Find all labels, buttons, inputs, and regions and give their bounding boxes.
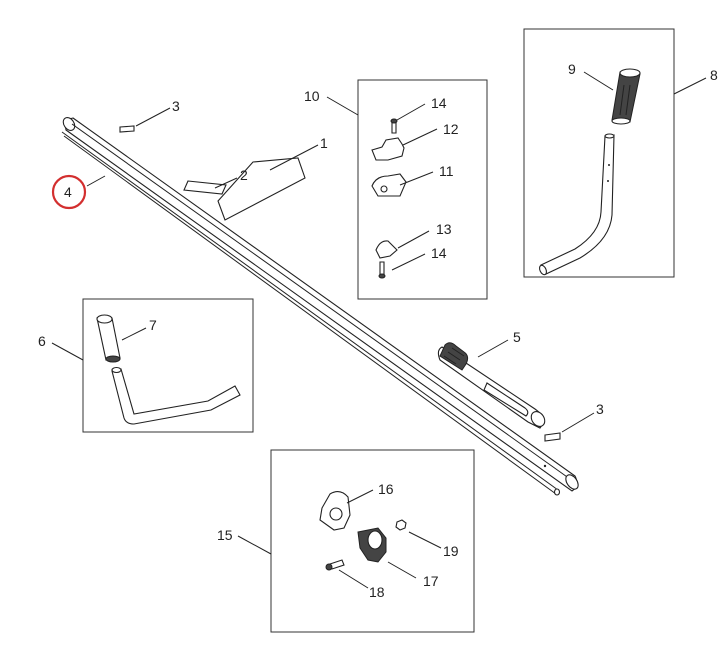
handle-grip-left — [96, 317, 121, 361]
label-handle-kit-right: 8 — [710, 67, 718, 83]
shaft-decal — [217, 157, 306, 221]
label-nut: 19 — [443, 543, 459, 559]
shaft-assembly — [61, 117, 578, 496]
clamp-upper — [371, 137, 405, 161]
decal-top — [119, 125, 135, 133]
clamp-kit-bottom-box — [270, 449, 475, 633]
label-sticker — [183, 180, 227, 195]
shaft-end — [565, 474, 579, 490]
handle-bar-right — [540, 134, 615, 275]
label-spacer: 13 — [436, 221, 452, 237]
label-bolt: 18 — [369, 584, 385, 600]
label-clamp-body: 17 — [423, 573, 439, 589]
label-handle-grip-left: 7 — [149, 317, 157, 333]
drive-cable — [61, 131, 559, 491]
label-drive-cable: 4 — [64, 184, 72, 200]
nut — [395, 519, 407, 531]
label-shaft: 1 — [320, 135, 328, 151]
handle-kit-left-box — [82, 298, 254, 433]
leader-lines — [51, 71, 707, 589]
spacer — [375, 240, 398, 259]
label-label-sticker: 2 — [240, 167, 248, 183]
label-decal-bottom: 3 — [596, 401, 604, 417]
clamp-lower — [371, 173, 407, 197]
label-clamp-lower: 11 — [439, 163, 454, 179]
label-screw-top: 14 — [431, 95, 447, 111]
clamp-kit-top-box — [357, 79, 488, 300]
label-bracket: 16 — [378, 481, 394, 497]
handle-bar-left — [111, 368, 241, 425]
label-decal-top: 3 — [172, 98, 180, 114]
label-screw-bottom: 14 — [431, 245, 447, 261]
handle-kit-right-box — [523, 28, 675, 278]
label-clamp-kit-bottom: 15 — [217, 527, 233, 543]
callout-labels: 1 2 3 4 5 6 7 8 9 10 11 12 13 14 14 15 1… — [38, 61, 718, 600]
highlight-circle — [51, 174, 87, 210]
decal-bottom — [544, 432, 561, 442]
label-grip-sleeve: 5 — [513, 329, 521, 345]
label-clamp-kit-top: 10 — [304, 88, 320, 104]
label-handle-grip-right: 9 — [568, 61, 576, 77]
grip-sleeve — [437, 342, 546, 429]
label-clamp-upper: 12 — [443, 121, 459, 137]
label-handle-kit-left: 6 — [38, 333, 46, 349]
